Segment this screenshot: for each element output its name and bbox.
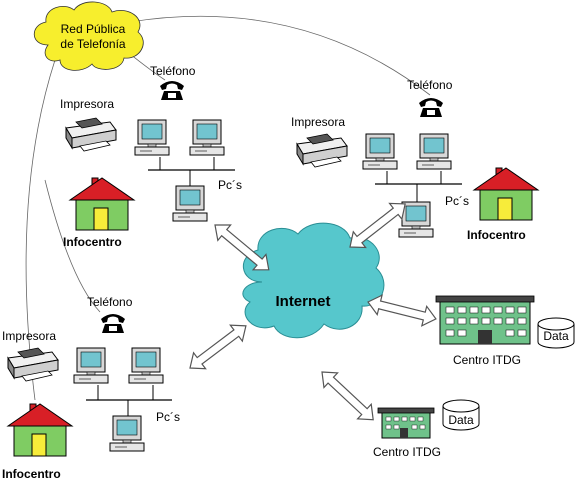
telephone-icon: [160, 81, 184, 100]
office-building-icon: [435, 295, 535, 345]
infocentro-label: Infocentro: [2, 467, 61, 480]
centro-label: Centro ITDG: [373, 445, 441, 459]
phone-line-right: [129, 15, 431, 96]
database-label: Data: [448, 413, 474, 427]
phone-line-left: [25, 59, 56, 401]
house-icon: [473, 167, 539, 221]
telephone-icon: [419, 98, 443, 117]
printer-label: Impresora: [2, 329, 56, 343]
site-bottom-left: Impresora Teléfono Pc´s Infocentro: [2, 295, 180, 480]
printer-icon: [65, 117, 117, 152]
computer-icon: [128, 347, 164, 384]
telephone-icon: [101, 314, 125, 333]
computer-icon: [362, 133, 398, 170]
centro-itdg-bottom: Data Centro ITDG: [373, 399, 480, 459]
centro-itdg-right: Data Centro ITDG: [435, 295, 575, 367]
internet-cloud: [242, 222, 385, 339]
computer-icon: [189, 119, 225, 156]
infocentro-label: Infocentro: [467, 228, 526, 242]
pcs-label: Pc´s: [445, 194, 469, 208]
internet-label: Internet: [275, 293, 330, 310]
printer-icon: [7, 347, 59, 382]
pstn-cloud: [33, 1, 144, 71]
office-building-icon: [377, 407, 435, 439]
phone-label: Teléfono: [407, 78, 453, 92]
printer-label: Impresora: [60, 97, 114, 111]
computer-icon: [134, 119, 170, 156]
computer-icon: [416, 133, 452, 170]
phone-label: Teléfono: [87, 295, 133, 309]
computer-icon: [109, 415, 145, 452]
pstn-label-line1: Red Pública: [61, 22, 126, 36]
arrow-internet-centro-bottom: [314, 364, 381, 428]
printer-icon: [296, 133, 348, 168]
pcs-label: Pc´s: [156, 410, 180, 424]
house-icon: [69, 177, 135, 231]
phone-line-bottom: [44, 179, 101, 313]
site-top-left: Impresora Teléfono Pc´s Infocentro: [60, 64, 242, 249]
house-icon: [7, 403, 73, 457]
printer-label: Impresora: [291, 115, 345, 129]
arrow-bottom-left-internet: [183, 317, 253, 377]
pcs-label: Pc´s: [218, 178, 242, 192]
computer-icon: [73, 347, 109, 384]
arrow-internet-centro-right: [364, 291, 439, 330]
computer-icon: [172, 185, 208, 222]
centro-label: Centro ITDG: [453, 353, 521, 367]
arrow-top-right-internet: [343, 195, 412, 256]
site-top-right: Impresora Teléfono Pc´s Infocentro: [291, 78, 539, 242]
database-label: Data: [543, 329, 569, 343]
infocentro-label: Infocentro: [63, 235, 122, 249]
pstn-label-line2: de Telefonía: [60, 37, 125, 51]
phone-label: Teléfono: [150, 64, 196, 78]
